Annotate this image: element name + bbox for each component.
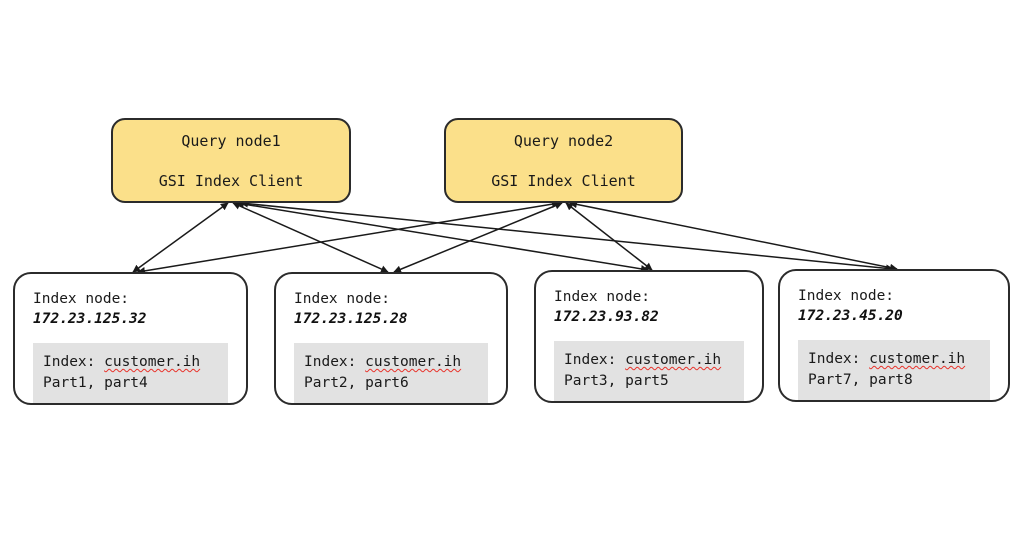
- index-node-3-index-row: Index: customer.ih: [564, 350, 734, 371]
- index-node-2-index-prefix: Index:: [304, 354, 366, 371]
- index-node-1-index-name: customer.ih: [104, 354, 201, 371]
- index-node-4-panel: Index: customer.ih Part7, part8: [798, 340, 990, 401]
- query-node-1-title: Query node1: [181, 131, 281, 150]
- index-node-3-label: Index node:: [554, 289, 651, 305]
- query-node-1[interactable]: Query node1 GSI Index Client: [111, 118, 351, 203]
- connector-query-node-1-to-index-node-3: [236, 200, 649, 273]
- index-node-4-partitions: Part7, part8: [808, 372, 913, 389]
- index-node-2-index-row: Index: customer.ih: [304, 352, 478, 373]
- index-node-2[interactable]: Index node: 172.23.125.28 Index: custome…: [274, 272, 508, 405]
- index-node-3-partitions: Part3, part5: [564, 373, 669, 390]
- connector-query-node-1-to-index-node-1: [132, 202, 229, 273]
- index-node-1-index-prefix: Index:: [43, 354, 105, 371]
- index-node-4[interactable]: Index node: 172.23.45.20 Index: customer…: [778, 269, 1010, 402]
- index-node-1-partitions: Part1, part4: [43, 375, 148, 392]
- connector-query-node-1-to-index-node-4: [240, 199, 894, 273]
- index-node-1-panel: Index: customer.ih Part1, part4: [33, 343, 228, 404]
- index-node-4-index-row: Index: customer.ih: [808, 349, 980, 370]
- connector-group: [132, 199, 898, 275]
- query-node-2-title: Query node2: [513, 131, 614, 150]
- connector-query-node-2-to-index-node-2: [393, 202, 563, 273]
- query-node-2-subtitle: GSI Index Client: [491, 171, 636, 190]
- index-node-3-index-name: customer.ih: [625, 352, 722, 369]
- index-node-3[interactable]: Index node: 172.23.93.82 Index: customer…: [534, 270, 764, 403]
- index-node-3-ip: 172.23.93.82: [554, 308, 659, 325]
- query-node-1-subtitle: GSI Index Client: [158, 171, 304, 190]
- index-node-4-index-name: customer.ih: [869, 351, 966, 368]
- index-node-3-index-prefix: Index:: [564, 352, 626, 369]
- index-node-1-index-row: Index: customer.ih: [43, 352, 218, 373]
- index-node-2-panel: Index: customer.ih Part2, part6: [294, 343, 488, 404]
- index-node-4-index-prefix: Index:: [808, 351, 870, 368]
- connector-query-node-2-to-index-node-4: [569, 200, 898, 272]
- index-node-1-label: Index node:: [33, 291, 130, 307]
- query-node-2[interactable]: Query node2 GSI Index Client: [444, 118, 683, 203]
- index-node-3-panel: Index: customer.ih Part3, part5: [554, 341, 744, 402]
- connector-query-node-1-to-index-node-2: [232, 202, 389, 273]
- index-node-1-ip: 172.23.125.32: [33, 310, 147, 327]
- index-node-2-index-name: customer.ih: [365, 354, 462, 371]
- index-node-2-ip: 172.23.125.28: [294, 310, 408, 327]
- index-node-4-ip: 172.23.45.20: [798, 307, 903, 324]
- index-node-2-partitions: Part2, part6: [304, 375, 409, 392]
- index-node-4-label: Index node:: [798, 288, 895, 304]
- index-node-1[interactable]: Index node: 172.23.125.32 Index: custome…: [13, 272, 248, 405]
- index-node-2-label: Index node:: [294, 291, 391, 307]
